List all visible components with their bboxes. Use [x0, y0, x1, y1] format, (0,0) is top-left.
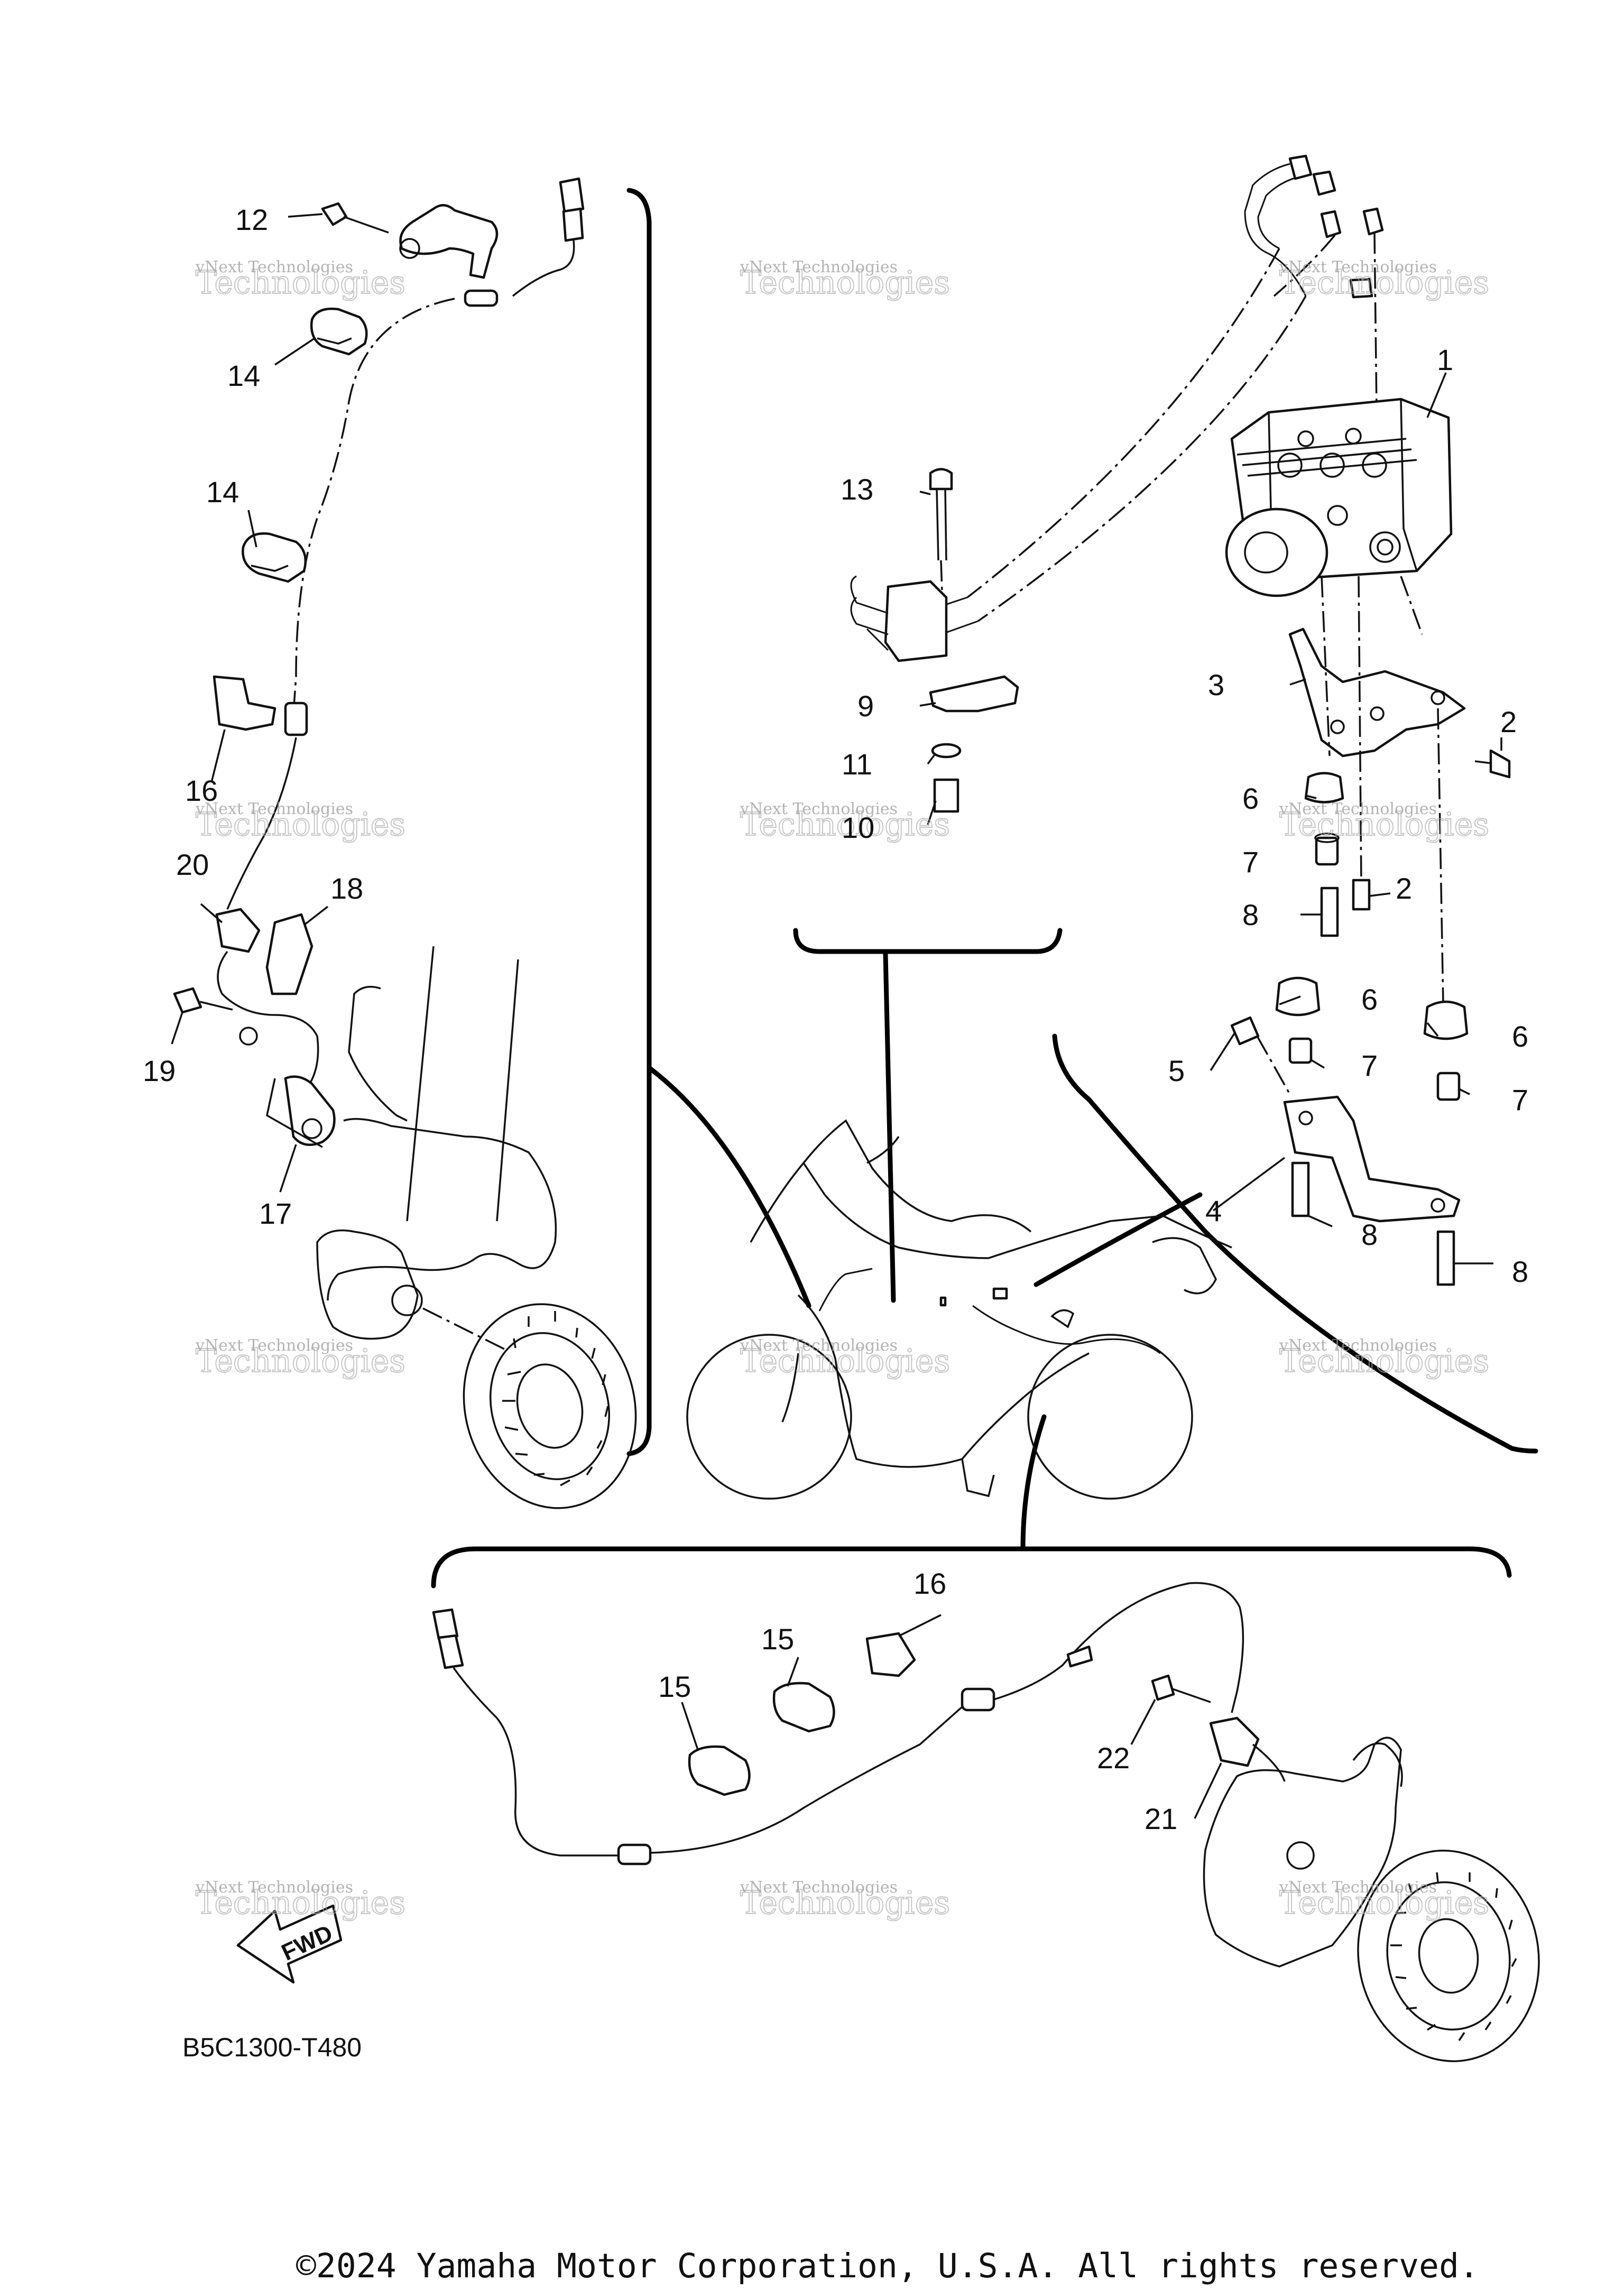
callout-6: 6	[1242, 782, 1259, 815]
callout-8: 8	[1361, 1218, 1378, 1251]
watermark-outline: Technologies	[740, 1885, 950, 1922]
callout-10: 10	[842, 811, 874, 844]
callout-3: 3	[1208, 668, 1224, 701]
diagram-code: B5C1300-T480	[182, 2033, 362, 2062]
watermark-text: vNext Technologies	[1279, 800, 1437, 818]
callout-7: 7	[1242, 845, 1259, 879]
callout-6: 6	[1512, 1020, 1528, 1053]
callout-11: 11	[842, 747, 872, 781]
panel-dividers	[431, 188, 1538, 1589]
callout-8: 8	[1512, 1255, 1528, 1288]
callout-14: 14	[206, 475, 239, 509]
callout-7: 7	[1512, 1083, 1528, 1116]
callout-14: 14	[227, 359, 260, 392]
callout-16: 16	[185, 774, 218, 807]
motorcycle-overview	[686, 1119, 1232, 1500]
callout-17: 17	[259, 1197, 292, 1230]
watermark-text: vNext Technologies	[195, 1336, 353, 1355]
leader-lines	[171, 213, 1502, 1819]
lower-mount-bracket	[1230, 976, 1469, 1286]
watermark-text: vNext Technologies	[740, 1336, 898, 1355]
hydraulic-unit-assembly	[850, 154, 1511, 1005]
callout-18: 18	[330, 872, 363, 905]
watermark-outline: Technologies	[196, 806, 405, 843]
watermark-text: vNext Technologies	[740, 1878, 898, 1897]
watermark-outline: Technologies	[196, 1343, 405, 1380]
watermark-outline: Technologies	[196, 264, 405, 301]
callout-21: 21	[1145, 1802, 1177, 1835]
callout-2: 2	[1500, 705, 1517, 738]
watermark-outline: Technologies	[740, 1343, 950, 1380]
watermark-text: vNext Technologies	[195, 1878, 353, 1897]
watermark-outline: Technologies	[1279, 264, 1489, 301]
callout-6: 6	[1361, 983, 1378, 1016]
callout-4: 4	[1205, 1194, 1222, 1227]
watermark-outline: Technologies	[740, 264, 950, 301]
watermark-outline: Technologies	[1279, 1343, 1489, 1380]
callout-1: 1	[1437, 343, 1453, 376]
callout-8: 8	[1242, 898, 1259, 931]
watermark-text: vNext Technologies	[195, 800, 353, 818]
callout-16: 16	[914, 1567, 946, 1600]
callout-15: 15	[658, 1670, 691, 1703]
callout-19: 19	[143, 1054, 176, 1087]
watermark-outline: Technologies	[740, 806, 950, 843]
callout-labels: 1 2 2 3 4 5 6 6 6 7 7 7 8 8 8 9 10 11 12…	[143, 203, 1528, 1835]
watermark-text: vNext Technologies	[1279, 258, 1437, 276]
watermark-outline: Technologies	[1279, 1885, 1489, 1922]
callout-9: 9	[857, 689, 874, 723]
watermark-outline: Technologies	[1279, 806, 1489, 843]
callout-22: 22	[1097, 1741, 1130, 1775]
rear-wheel-sensor-assembly	[236, 1582, 1540, 2062]
watermark-outline: Technologies	[196, 1885, 405, 1922]
front-wheel-sensor-assembly	[173, 177, 637, 1509]
watermark-text: vNext Technologies	[195, 258, 353, 276]
callout-12: 12	[235, 203, 268, 236]
watermark-text: vNext Technologies	[740, 800, 898, 818]
callout-20: 20	[176, 848, 209, 881]
callout-2: 2	[1396, 872, 1412, 905]
callout-15: 15	[761, 1622, 794, 1656]
watermark-text: vNext Technologies	[740, 258, 898, 276]
callout-13: 13	[841, 473, 873, 506]
watermark-text: vNext Technologies	[1279, 1878, 1437, 1897]
copyright-notice: ©2024 Yamaha Motor Corporation, U.S.A. A…	[296, 2247, 1479, 2285]
watermark-text: vNext Technologies	[1279, 1336, 1437, 1355]
callout-7: 7	[1361, 1049, 1378, 1082]
callout-5: 5	[1168, 1054, 1185, 1087]
